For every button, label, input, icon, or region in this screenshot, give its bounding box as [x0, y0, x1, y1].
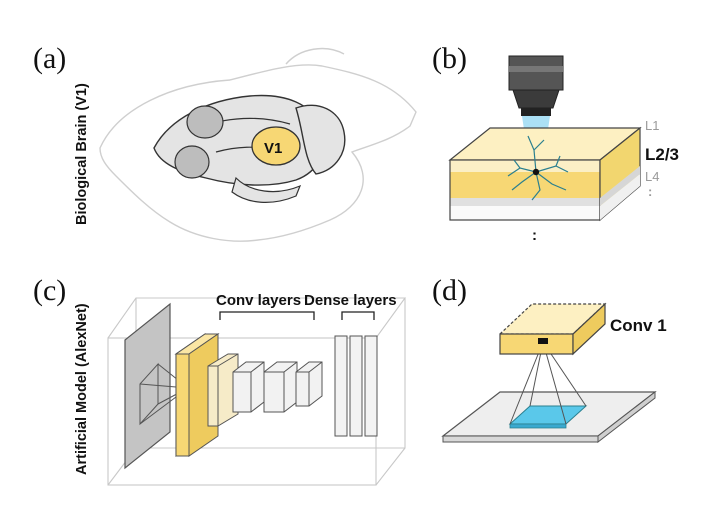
- conv4-block: [263, 361, 298, 413]
- receptive-patch-edge: [509, 423, 567, 429]
- conv-layers-bracket: [219, 311, 315, 320]
- olfactory-bulb-lower: [174, 145, 210, 179]
- input-plane-edge: [442, 435, 599, 443]
- side-label-biological: Biological Brain (V1): [74, 83, 90, 225]
- panel-label-d: (d): [432, 274, 467, 307]
- conv5-block: [295, 361, 323, 407]
- dense-layer-3: [364, 335, 378, 437]
- conv2-block: [207, 353, 239, 427]
- brain-stem: [231, 176, 302, 203]
- conv1-block-face: [175, 353, 190, 457]
- conv-layers-label: Conv layers: [216, 292, 301, 309]
- slab-front-l23: [450, 172, 600, 198]
- v1-label: V1: [264, 140, 282, 157]
- conv3-block: [232, 361, 265, 413]
- receptive-pyramid: [139, 362, 189, 426]
- layer-label-more: :: [648, 184, 652, 199]
- head-outline: [99, 64, 417, 242]
- dense-layers-bracket: [341, 311, 375, 320]
- objective-band: [509, 66, 563, 72]
- objective-body: [508, 55, 564, 91]
- slab-front-l4: [450, 198, 600, 206]
- neuron-soma: [532, 168, 540, 176]
- dense-layer-1: [334, 335, 348, 437]
- slab-continuation-dots: :: [532, 227, 537, 244]
- conv2-edge: [208, 353, 239, 426]
- conv1-unit: [538, 338, 548, 344]
- layer-label-l4: L4: [645, 169, 659, 184]
- slab-front-l1: [450, 160, 600, 172]
- neuron: [507, 135, 569, 201]
- slab-front-lower: [450, 206, 600, 220]
- dense-layer-2: [349, 335, 363, 437]
- alexnet-illustration: Conv layers Dense layers: [107, 292, 407, 486]
- slab-side-l4: [600, 166, 640, 206]
- panel-label-b: (b): [432, 42, 467, 75]
- input-image: [124, 302, 171, 470]
- conv1-front: [499, 333, 574, 355]
- panel-label-a: (a): [33, 42, 66, 75]
- mouse-brain-illustration: V1: [99, 47, 417, 242]
- side-label-artificial: Artificial Model (AlexNet): [74, 303, 90, 475]
- input-plane-side: [597, 390, 656, 444]
- olfactory-bulb-upper: [186, 105, 224, 139]
- cortex-imaging-illustration: L1 L2/3 L4 : :: [448, 55, 679, 244]
- cerebellum: [295, 104, 346, 175]
- layer-label-l23: L2/3: [645, 145, 679, 164]
- v1-region: [251, 126, 301, 166]
- ear-outline: [285, 47, 345, 65]
- objective-lens: [521, 108, 551, 116]
- panel-label-c: (c): [33, 274, 66, 307]
- conv1-label: Conv 1: [610, 316, 667, 335]
- conv1-side: [572, 302, 606, 356]
- objective-tip: [512, 89, 560, 109]
- dense-layers-label: Dense layers: [304, 292, 397, 309]
- layer-label-l1: L1: [645, 118, 659, 133]
- slab-side-lower: [600, 174, 640, 220]
- conv1-projection-illustration: Conv 1: [441, 302, 667, 444]
